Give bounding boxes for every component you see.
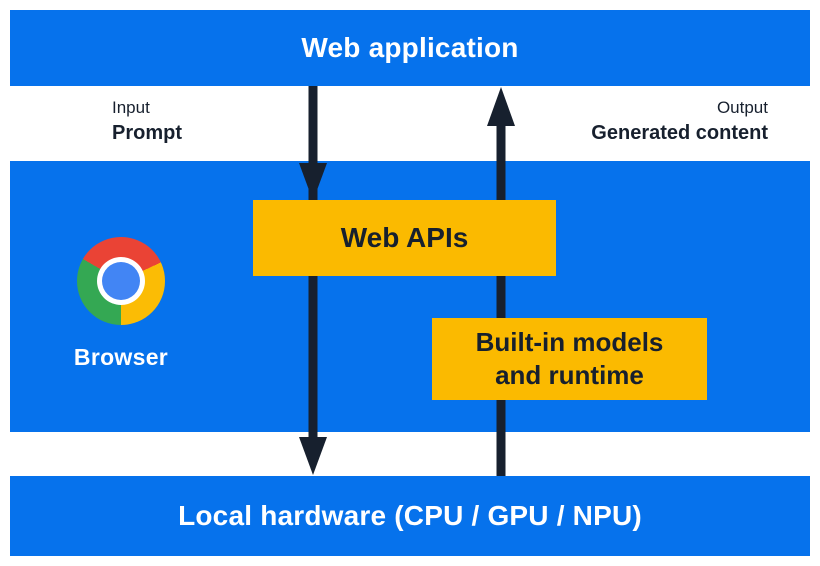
web-application-title: Web application xyxy=(301,32,519,63)
local-hardware-title: Local hardware (CPU / GPU / NPU) xyxy=(178,500,642,531)
built-in-models-label-line1: Built-in models xyxy=(475,327,664,357)
input-label-group: Input Prompt xyxy=(112,97,182,146)
web-application-bar: Web application xyxy=(10,10,810,86)
input-title: Input xyxy=(112,98,150,117)
browser-group: Browser xyxy=(41,237,201,371)
local-hardware-bar: Local hardware (CPU / GPU / NPU) xyxy=(10,476,810,556)
web-apis-box: Web APIs xyxy=(253,200,556,276)
web-apis-label: Web APIs xyxy=(340,222,469,253)
input-value-prompt: Prompt xyxy=(112,122,182,144)
output-value-generated-content: Generated content xyxy=(591,122,768,144)
built-in-models-label-line2: and runtime xyxy=(495,360,644,390)
chrome-logo-blue-center xyxy=(102,262,140,300)
built-in-models-box: Built-in models and runtime xyxy=(432,318,707,400)
chrome-logo-icon xyxy=(77,237,165,325)
output-label-group: Output Generated content xyxy=(591,97,768,146)
output-title: Output xyxy=(716,98,768,117)
browser-label: Browser xyxy=(73,344,169,370)
